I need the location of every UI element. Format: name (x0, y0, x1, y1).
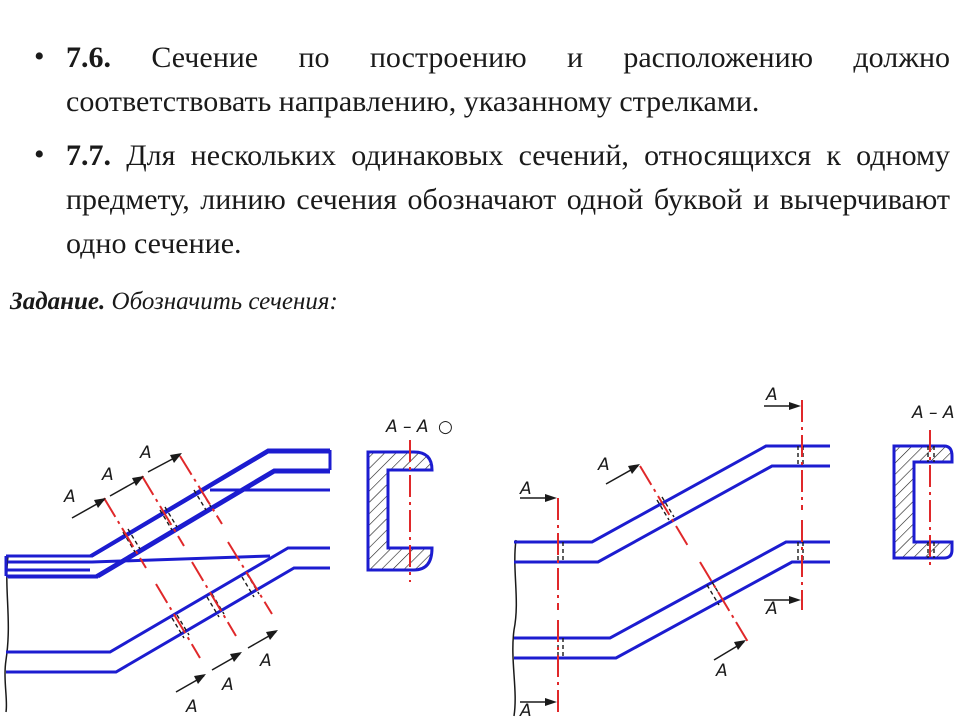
task-label: Задание. (10, 288, 106, 315)
rule-7-7-text: 7.7. Для нескольких одинаковых сечений, … (66, 134, 950, 266)
section-letter-label: А (63, 487, 76, 507)
section-letter-label: А (715, 661, 728, 681)
upper-bar (4, 448, 332, 579)
bullet-marker: • (34, 138, 45, 171)
lower-bar-bottom (514, 560, 830, 660)
rule-number: 7.7. (66, 139, 111, 172)
task-line: Задание. Обозначить сечения: (10, 286, 338, 318)
lower-bar-top (514, 540, 830, 640)
section-letter-label: А (259, 651, 272, 671)
bullet-marker: • (34, 40, 45, 73)
section-title: А – А (385, 417, 429, 437)
section-letter-label: А (519, 701, 532, 720)
left-arrows (71, 453, 278, 693)
lower-bar (6, 450, 330, 674)
right-cut-lines (557, 400, 803, 716)
section-letter-label: А (765, 385, 778, 405)
section-title: А – А (911, 403, 955, 423)
section-profile (892, 444, 954, 560)
section-letter-label: А (765, 599, 778, 619)
section-letter-label: А (519, 479, 532, 499)
right-drawing: А А А А А А А – А (512, 385, 955, 720)
section-letter-label: А (101, 465, 114, 485)
rule-7-6-text: 7.6. Сечение по построению и расположени… (66, 36, 950, 124)
task-text: Обозначить сечения: (111, 288, 338, 315)
left-cut-lines (103, 455, 273, 659)
rule-number: 7.6. (66, 41, 111, 74)
section-letter-label: А (597, 455, 610, 475)
break-line (4, 555, 10, 713)
upper-bar-bottom (514, 464, 830, 564)
left-drawing: А А А А А А А – А ○ (4, 417, 453, 717)
rule-body: Для нескольких одинаковых сечений, относ… (66, 139, 950, 260)
section-letter-label: А (221, 675, 234, 695)
break-line (512, 539, 518, 717)
right-arrows (520, 402, 801, 706)
section-profile (366, 450, 434, 572)
section-letter-label: А (185, 697, 198, 717)
section-letter-label: А (139, 443, 152, 463)
rule-body: Сечение по построению и расположению дол… (66, 41, 951, 118)
upper-bar-top (514, 444, 830, 544)
rotation-mark: ○ (438, 417, 453, 437)
